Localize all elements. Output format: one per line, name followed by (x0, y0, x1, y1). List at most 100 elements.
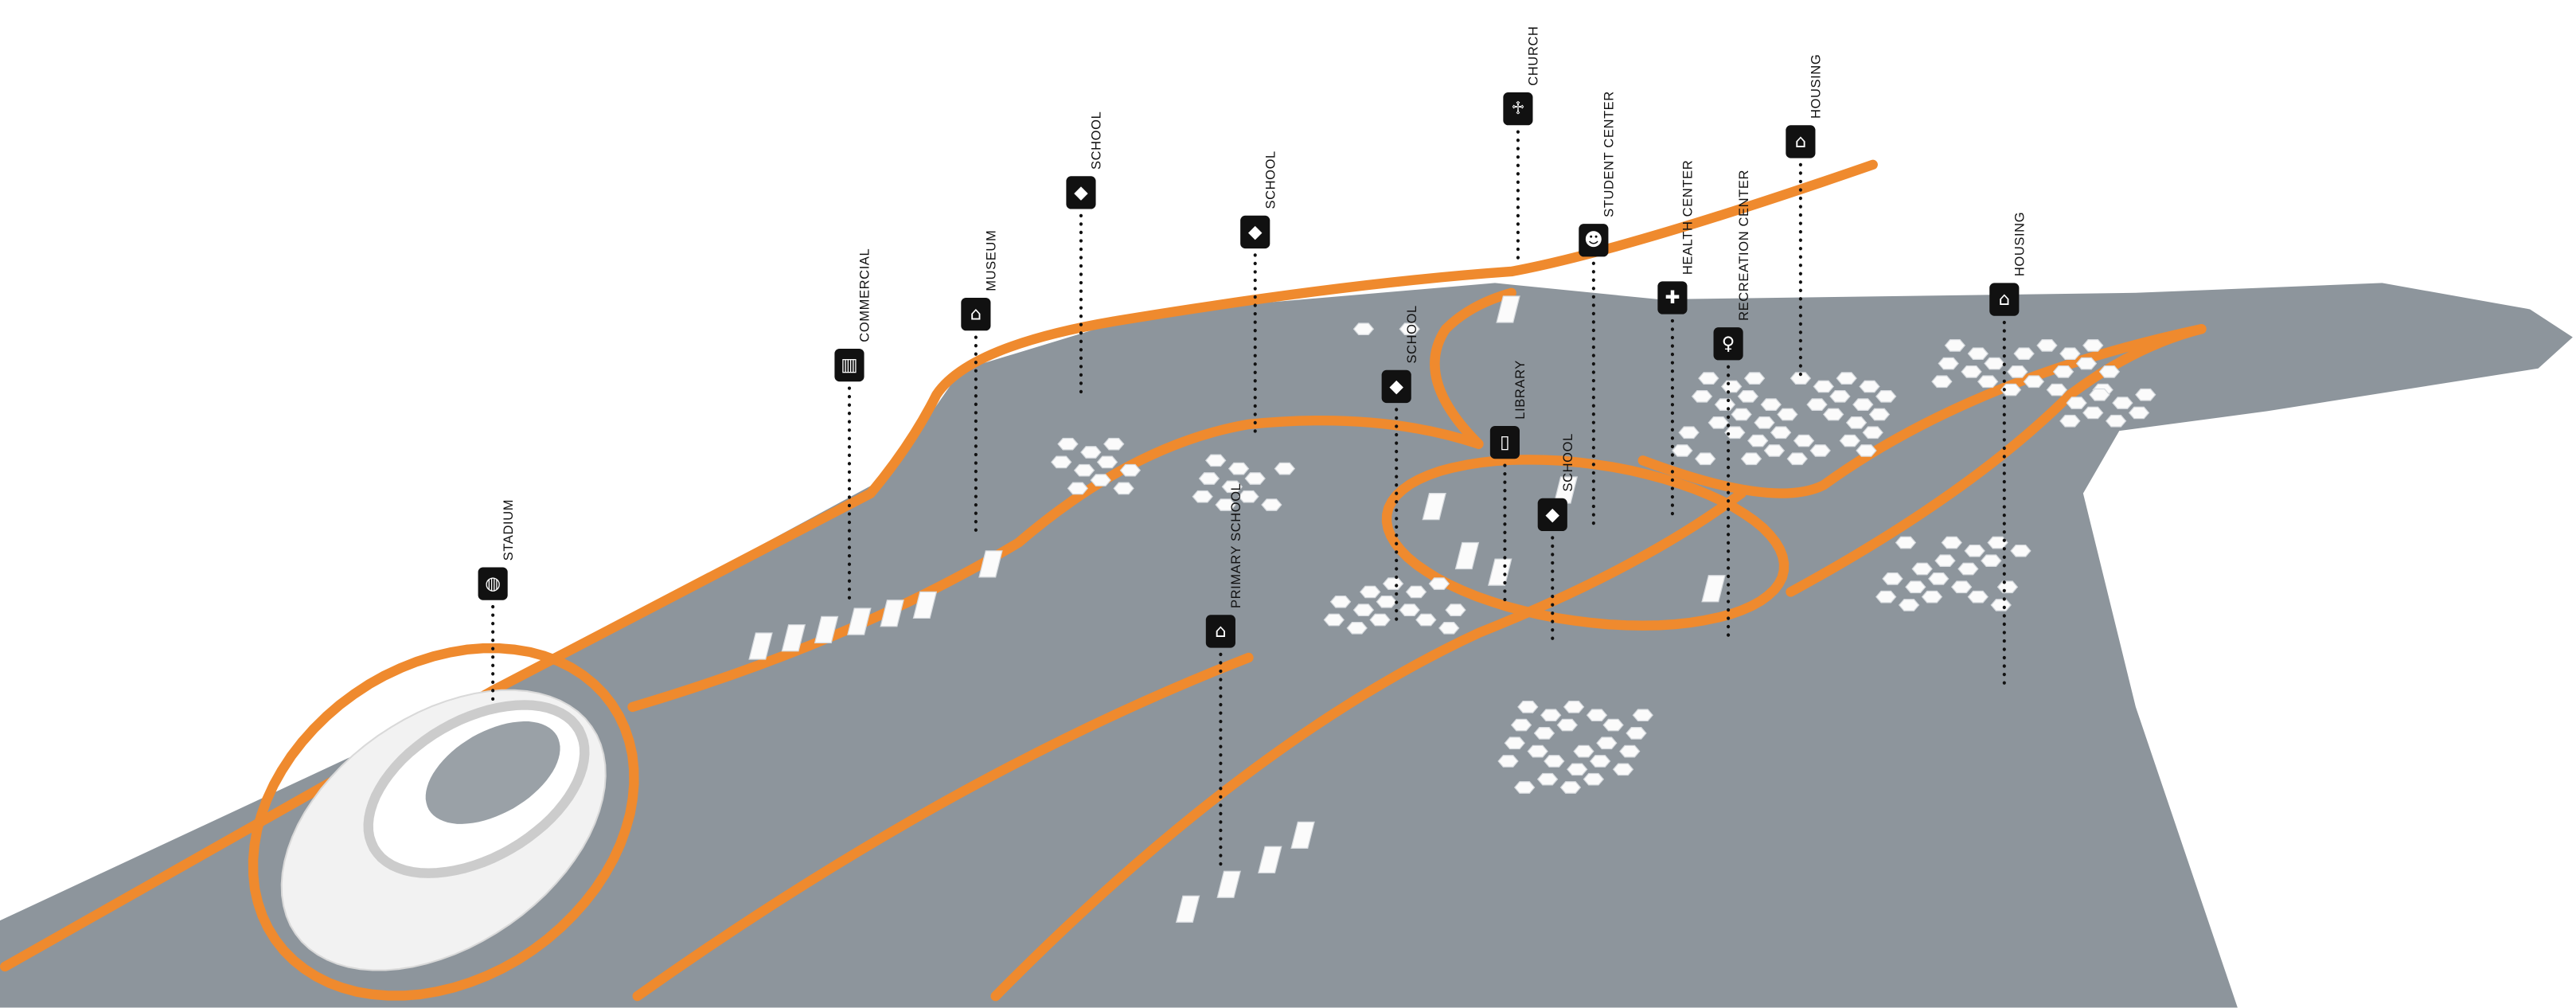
poi-marker-stadium[interactable]: ◍STADIUM (478, 499, 516, 709)
book-icon[interactable]: ▯ (1489, 425, 1520, 459)
poi-marker-school[interactable]: ◆SCHOOL (1537, 433, 1575, 643)
poi-marker-housing[interactable]: ⌂HOUSING (1989, 212, 2028, 693)
graduation-cap-icon[interactable]: ◆ (1066, 176, 1096, 209)
hex-building (2052, 365, 2074, 378)
hex-building (1238, 490, 1259, 503)
hex-building (1204, 454, 1227, 467)
hex-building (1376, 595, 1398, 608)
hex-building (1352, 604, 1375, 616)
hex-building (1763, 444, 1786, 457)
hex-building (1977, 375, 1999, 389)
hex-building (1346, 621, 1368, 635)
block-building (1258, 846, 1282, 873)
hex-building (2075, 357, 2098, 370)
hex-building (1928, 572, 1950, 585)
hex-building (1544, 755, 1565, 768)
hex-building (1369, 613, 1391, 627)
svg-text:◆: ◆ (1074, 182, 1088, 203)
poi-marker-student-center[interactable]: ☻STUDENT CENTER (1579, 91, 1617, 528)
buildings (748, 295, 2156, 923)
svg-text:☻: ☻ (1584, 230, 1603, 251)
medical-cross-icon[interactable]: ✚ (1657, 281, 1688, 315)
hex-building (1938, 357, 1959, 370)
block-building (781, 624, 806, 652)
hex-building (1113, 482, 1134, 495)
hex-building (1067, 482, 1089, 495)
hex-building (1957, 562, 1979, 576)
hex-building (2007, 365, 2028, 378)
fitness-icon[interactable]: ♀ (1713, 327, 1743, 361)
hex-building (1770, 426, 1792, 440)
svg-text:◆: ◆ (1389, 376, 1403, 397)
poi-marker-school[interactable]: ◆SCHOOL (1066, 111, 1104, 397)
hex-building (1103, 437, 1125, 451)
graduation-cap-icon[interactable]: ◆ (1537, 498, 1567, 532)
library-loop-road (1381, 455, 1790, 631)
south-east-road (632, 652, 1254, 1002)
hex-building (1567, 763, 1588, 776)
hex-building (1996, 580, 2019, 594)
graduation-cap-icon[interactable]: ◆ (1381, 369, 1411, 404)
hex-building (1215, 498, 1236, 511)
poi-marker-primary-school[interactable]: ⌂PRIMARY SCHOOL (1205, 483, 1243, 873)
hex-building (1504, 736, 1525, 750)
hex-building (1533, 727, 1555, 740)
hex-building (1829, 389, 1851, 403)
poi-marker-housing[interactable]: ⌂HOUSING (1786, 54, 1824, 381)
hex-building (1559, 781, 1582, 794)
graduation-cap-icon[interactable]: ◆ (1240, 215, 1270, 249)
school-building-icon[interactable]: ⌂ (1205, 615, 1235, 648)
hex-building (1964, 544, 1985, 557)
people-icon[interactable]: ☻ (1579, 224, 1609, 257)
poi-marker-library[interactable]: ▯LIBRARY (1489, 360, 1528, 602)
block-building (1175, 895, 1200, 923)
hex-building (1747, 434, 1769, 447)
poi-label: CHURCH (1527, 26, 1541, 86)
svg-text:♀: ♀ (1722, 334, 1735, 354)
poi-marker-church[interactable]: ♱ CHURCH (1503, 26, 1541, 265)
library-connector-road (1430, 287, 1516, 449)
poi-marker-commercial[interactable]: ▥COMMERCIAL (834, 248, 872, 602)
church-icon[interactable]: ♱ (1503, 92, 1533, 126)
hex-building (1399, 604, 1420, 616)
hex-building (2013, 347, 2035, 361)
poi-marker-school[interactable]: ◆SCHOOL (1381, 305, 1419, 627)
svg-text:⌂: ⌂ (1215, 621, 1226, 642)
hex-building (1721, 380, 1743, 393)
hex-building (1714, 398, 1736, 411)
hex-building (1911, 562, 1933, 576)
east-road (1786, 324, 2207, 597)
block-building (1553, 476, 1579, 504)
svg-text:▯: ▯ (1500, 432, 1510, 453)
hex-building (1737, 389, 1759, 403)
poi-label: LIBRARY (1513, 360, 1528, 420)
poi-marker-school[interactable]: ◆SCHOOL (1240, 150, 1278, 438)
block-building (1290, 821, 1315, 849)
commercial-building-icon[interactable]: ▥ (834, 348, 865, 382)
house-icon[interactable]: ⌂ (1786, 125, 1816, 158)
hex-building (1445, 604, 1466, 616)
hex-building (1352, 322, 1375, 336)
hex-building (1740, 452, 1762, 466)
stadium-icon[interactable]: ◍ (478, 567, 508, 600)
house-icon[interactable]: ⌂ (1989, 283, 2020, 316)
poi-marker-museum[interactable]: ⌂MUSEUM (961, 230, 999, 537)
svg-text:⌂: ⌂ (1795, 131, 1806, 152)
block-building (1496, 295, 1520, 323)
hex-building (1626, 727, 1647, 740)
hex-building (1921, 590, 1943, 604)
stadium-ring-road (248, 643, 639, 1001)
hex-building (1809, 444, 1831, 457)
poi-marker-recreation-center[interactable]: ♀RECREATION CENTER (1713, 170, 1751, 643)
hex-building (2059, 414, 2081, 428)
hex-building (1698, 372, 1719, 385)
poi-marker-health-center[interactable]: ✚HEALTH CENTER (1657, 160, 1696, 520)
hex-building (1678, 426, 1700, 440)
hex-building (1399, 322, 1420, 336)
museum-icon[interactable]: ⌂ (961, 297, 991, 331)
block-building (880, 600, 904, 627)
hex-building (1438, 621, 1460, 635)
svg-text:◆: ◆ (1248, 221, 1263, 242)
hex-building (2082, 339, 2104, 352)
